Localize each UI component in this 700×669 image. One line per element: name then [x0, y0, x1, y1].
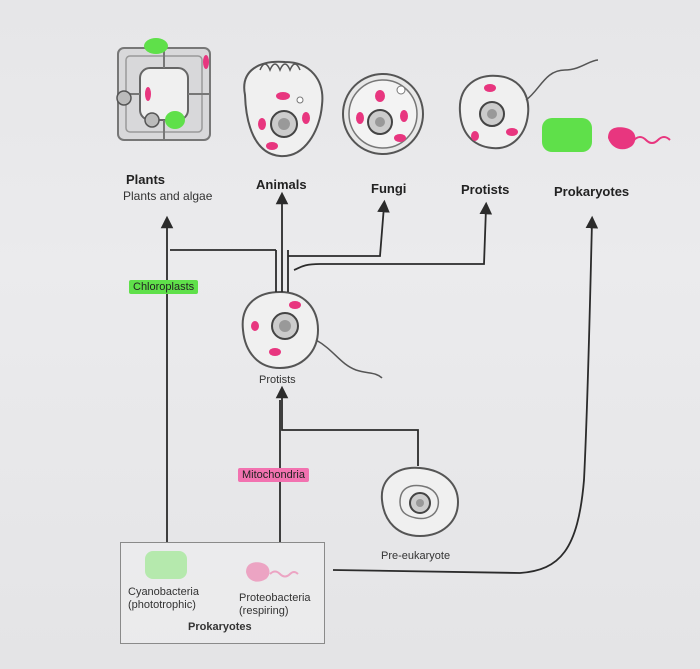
arrow-to-protists-middle	[275, 385, 419, 466]
chloroplast-icon	[144, 38, 168, 54]
animal-cell-illustration	[243, 60, 324, 158]
mitochondrion-icon	[203, 55, 209, 69]
label-pre-eukaryote: Pre-eukaryote	[381, 550, 451, 562]
mitochondrion-icon	[484, 84, 496, 92]
mitochondrion-icon	[302, 112, 310, 124]
mitochondrion-icon	[266, 142, 278, 150]
fungus-cell-illustration	[342, 73, 424, 155]
mitochondrion-icon	[356, 112, 364, 124]
mitochondrion-icon	[506, 128, 518, 136]
label-protists-top: Protists	[461, 182, 510, 197]
arrow-to-protists-top	[293, 201, 493, 271]
label-plants: Plants	[126, 172, 166, 187]
label-phototrophic: (phototrophic)	[128, 599, 196, 611]
cyanobacterium-icon	[542, 118, 592, 152]
label-animals: Animals	[256, 177, 307, 192]
mitochondrion-icon	[289, 301, 301, 309]
mitochondrion-icon	[269, 348, 281, 356]
label-respiring: (respiring)	[239, 605, 289, 617]
mitochondrion-icon	[471, 131, 479, 141]
chloroplast-icon	[165, 111, 185, 129]
prokaryotes-illustration	[542, 118, 671, 152]
mitochondrion-icon	[276, 92, 290, 100]
arrow-to-fungi	[288, 199, 390, 257]
label-protists-middle: Protists	[259, 374, 296, 386]
mitochondrion-icon	[251, 321, 259, 331]
label-plants-and-algae: Plants and algae	[123, 189, 213, 203]
mitochondrion-icon	[375, 90, 385, 102]
plant-cell-illustration	[116, 38, 211, 141]
proteobacterium-icon	[608, 127, 636, 150]
prokaryotes-box	[120, 542, 325, 644]
label-proteobacteria: Proteobacteria	[239, 592, 311, 604]
label-fungi: Fungi	[371, 181, 407, 196]
label-chloroplasts: Chloroplasts	[129, 280, 199, 294]
label-prokaryotes-top: Prokaryotes	[554, 184, 630, 199]
arrow-to-prokaryotes	[332, 215, 599, 574]
protist-ancestor-cell-illustration	[241, 290, 383, 379]
pre-eukaryote-cell-illustration	[380, 466, 460, 538]
lineage-lines	[160, 191, 599, 574]
protist-cell-illustration	[458, 59, 599, 150]
mitochondrion-icon	[394, 134, 406, 142]
mitochondrion-icon	[258, 118, 266, 130]
label-mitochondria: Mitochondria	[238, 468, 309, 482]
label-cyanobacteria: Cyanobacteria	[128, 586, 199, 598]
mitochondrion-icon	[145, 87, 151, 101]
label-prokaryotes-bottom: Prokaryotes	[188, 621, 252, 633]
mitochondrion-icon	[400, 110, 408, 122]
